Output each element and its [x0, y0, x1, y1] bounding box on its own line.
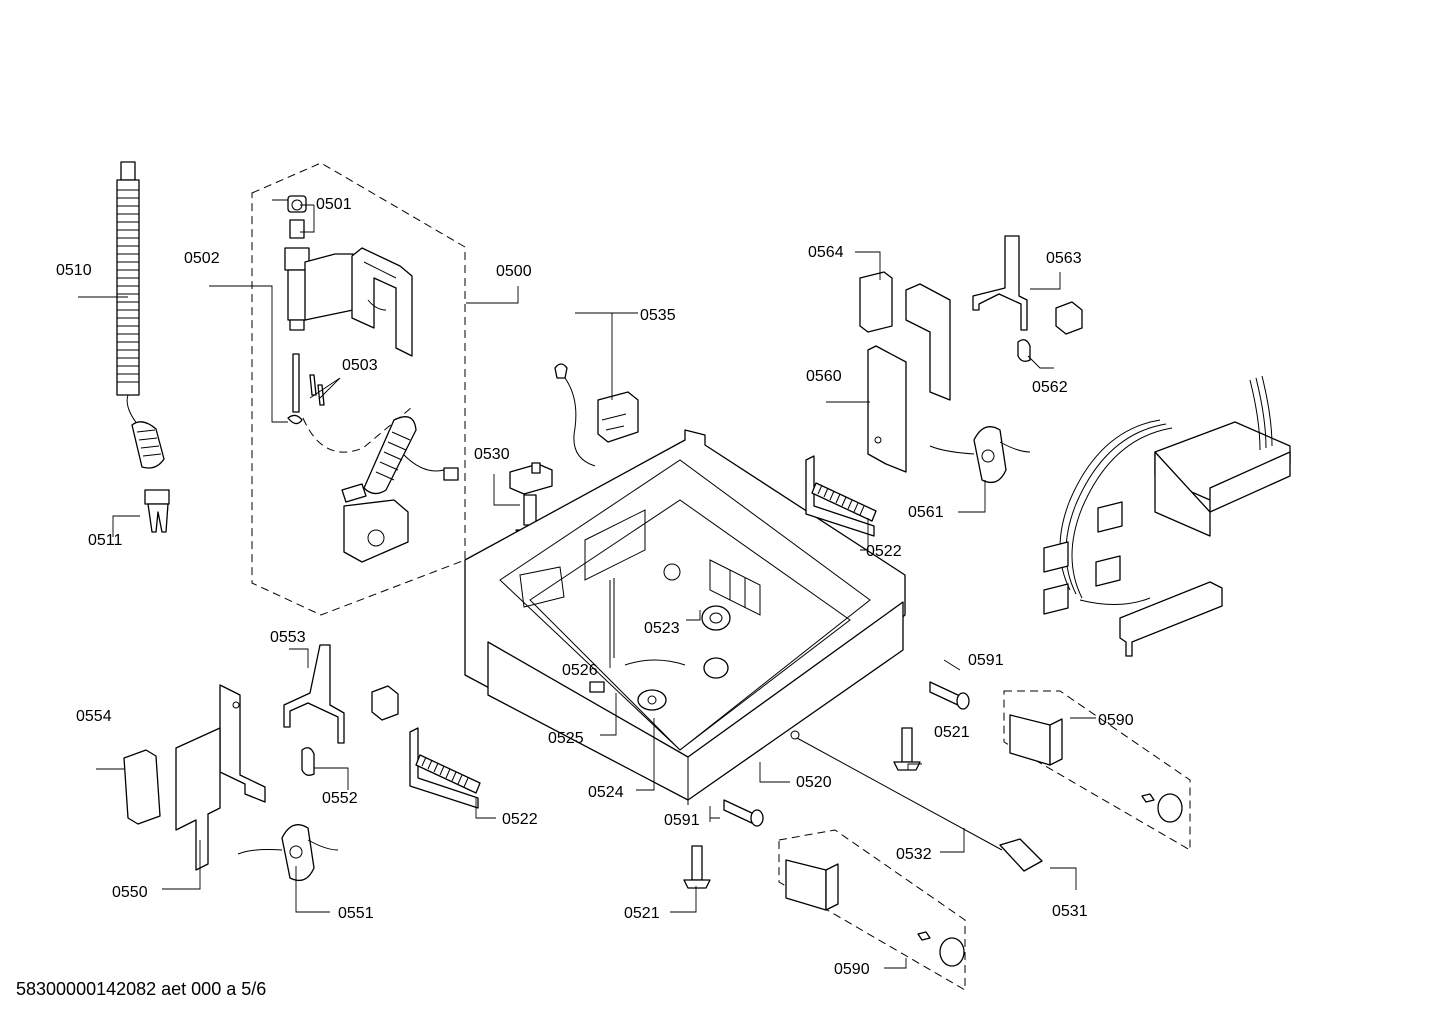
label-0590-left: 0590 — [834, 961, 870, 978]
bracket-0563-part — [972, 235, 1083, 335]
label-0554: 0554 — [76, 708, 112, 725]
label-0591-left: 0591 — [664, 812, 700, 829]
base-tub-part — [464, 429, 906, 805]
label-0510: 0510 — [56, 262, 92, 279]
label-0532: 0532 — [896, 846, 932, 863]
cover-0564-part — [859, 271, 893, 333]
label-0560: 0560 — [806, 368, 842, 385]
part-labels: 0510 0511 0502 0501 0503 0500 0535 0530 … — [56, 196, 1134, 978]
label-0551: 0551 — [338, 905, 374, 922]
kit-0500-outline — [251, 162, 466, 616]
filter-0590a-part — [1009, 714, 1183, 823]
kit-0590b-outline — [778, 829, 966, 991]
inlet-hose-part — [341, 416, 459, 563]
label-0591-right: 0591 — [968, 652, 1004, 669]
label-0552: 0552 — [322, 790, 358, 807]
label-0550: 0550 — [112, 884, 148, 901]
label-0564: 0564 — [808, 244, 844, 261]
label-0522-left: 0522 — [502, 811, 538, 828]
label-0500: 0500 — [496, 263, 532, 280]
label-0525: 0525 — [548, 730, 584, 747]
screw-0591a-part — [929, 681, 970, 710]
label-0526: 0526 — [562, 662, 598, 679]
inlet-valve-part — [284, 195, 413, 357]
cable-0535-part — [554, 363, 639, 467]
bracket-0550-part — [175, 684, 266, 871]
label-0553: 0553 — [270, 629, 306, 646]
label-0521-left: 0521 — [624, 905, 660, 922]
sensor-0551-part — [237, 824, 339, 882]
label-0524: 0524 — [588, 784, 624, 801]
wiring-harness-part — [1043, 375, 1291, 657]
label-0531: 0531 — [1052, 903, 1088, 920]
level-rod-0532-part — [796, 737, 1043, 872]
label-0511: 0511 — [88, 532, 123, 549]
hose-clip-part — [144, 489, 170, 533]
label-0535: 0535 — [640, 307, 676, 324]
label-0521-right: 0521 — [934, 724, 970, 741]
spring-0522a-part — [409, 727, 481, 809]
document-code: 58300000142082 aet 000 a 5/6 — [16, 979, 267, 999]
label-0590-right: 0590 — [1098, 712, 1134, 729]
leader-lines — [78, 199, 1096, 969]
label-0520: 0520 — [796, 774, 832, 791]
label-0563: 0563 — [1046, 250, 1082, 267]
label-0522-right: 0522 — [866, 543, 902, 560]
kit-0590a-outline — [1003, 690, 1191, 851]
label-0501: 0501 — [316, 196, 352, 213]
screw-0521b-part — [683, 845, 711, 889]
label-0562: 0562 — [1032, 379, 1068, 396]
screw-0591b-part — [723, 799, 764, 827]
bracket-0560-part — [867, 283, 951, 473]
clip-0552-part — [301, 747, 315, 776]
sensor-0561-part — [929, 426, 1031, 484]
label-0523: 0523 — [644, 620, 680, 637]
bracket-0553-part — [283, 644, 399, 744]
filter-0590b-part — [785, 859, 965, 967]
label-0530: 0530 — [474, 446, 510, 463]
cover-0554-part — [123, 749, 161, 825]
label-0503: 0503 — [342, 357, 378, 374]
clip-0562-part — [1017, 339, 1031, 362]
spring-0522b-part — [805, 455, 877, 537]
label-0561: 0561 — [908, 504, 944, 521]
label-0502: 0502 — [184, 250, 220, 267]
drain-hose-part — [116, 161, 165, 469]
